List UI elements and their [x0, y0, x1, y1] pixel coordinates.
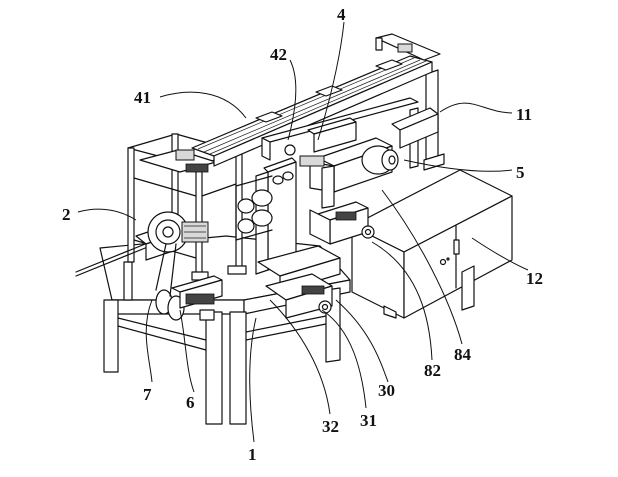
- spindle-unit: [235, 157, 341, 319]
- guide-beam: [191, 33, 441, 167]
- callout-42: 42: [270, 45, 287, 64]
- callout-82: 82: [424, 361, 441, 380]
- callout-30: 30: [378, 381, 395, 400]
- callout-5: 5: [516, 163, 525, 182]
- callout-2: 2: [62, 205, 71, 224]
- callout-31: 31: [360, 411, 377, 430]
- callout-32: 32: [322, 417, 339, 436]
- cabinet: [351, 69, 513, 319]
- left-frame: [127, 133, 247, 281]
- callout-6: 6: [186, 393, 195, 412]
- chuck-assembly: [75, 211, 223, 321]
- callout-12: 12: [526, 269, 543, 288]
- motor-unit: [284, 107, 439, 245]
- callout-4: 4: [337, 5, 346, 24]
- callout-84: 84: [454, 345, 472, 364]
- callout-7: 7: [143, 385, 152, 404]
- callout-11: 11: [516, 105, 532, 124]
- callout-41: 41: [134, 88, 151, 107]
- callout-leaders: [77, 21, 529, 443]
- callout-1: 1: [248, 445, 257, 464]
